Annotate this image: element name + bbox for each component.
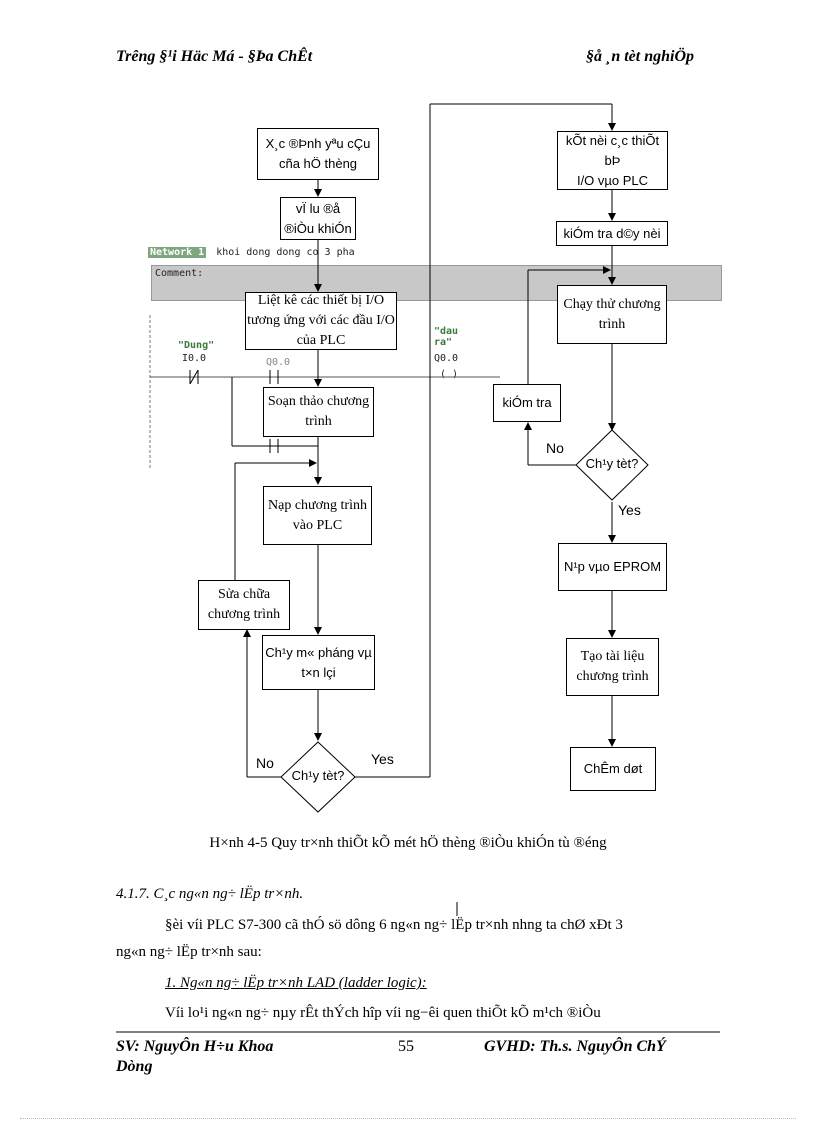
box-load-eprom: N¹p vµo EPROM — [558, 543, 667, 591]
header-right: §å ¸n tèt nghiÖp — [586, 48, 695, 65]
coil-name: "dau ra" — [434, 326, 459, 348]
figure-caption: H×nh 4-5 Quy tr×nh thiÕt kÕ mét hÖ thèng… — [209, 835, 607, 851]
box-list-io: Liệt kê các thiết bị I/O tương ứng với c… — [245, 292, 397, 350]
section-heading: 4.1.7. C¸c ng«n ng÷ lËp tr×nh. — [116, 886, 304, 902]
header-left: Trêng §¹i Häc Má - §Þa ChÊt — [116, 48, 313, 65]
comment-label: Comment: — [155, 268, 204, 279]
footer-student: SV: NguyÔn H÷u Khoa — [116, 1038, 274, 1055]
paragraph-2: Víi lo¹i ng«n ng÷ nµy rÊt thÝch hîp víi … — [165, 1005, 601, 1021]
left-no-label: No — [256, 755, 274, 771]
box-determine-requirements: X¸c ®Þnh yªu cÇu cña hÖ thèng — [257, 128, 379, 180]
right-no-label: No — [546, 440, 564, 456]
network-title: khoi dong dong co 3 pha — [216, 247, 355, 258]
box-connect-io: kÕt nèi c¸c thiÕt bÞ I/O vµo PLC — [557, 131, 668, 190]
subheading-lad: 1. Ng«n ng÷ lËp tr×nh LAD (ladder logic)… — [165, 975, 427, 991]
box-simulate: Ch¹y m« pháng vµ t×n lçi — [262, 635, 375, 690]
paragraph-1a: §èi víi PLC S7-300 cã thÓ sö dông 6 ng«n… — [165, 917, 623, 933]
left-yes-label: Yes — [371, 751, 394, 767]
box-test-run: Chạy thử chương trình — [557, 285, 667, 344]
paragraph-1b: ng«n ng÷ lËp tr×nh sau: — [116, 944, 262, 960]
footer-advisor: GVHD: Th.s. NguyÔn ChÝ — [484, 1038, 666, 1055]
left-decision-label: Ch¹y tèt? — [291, 768, 345, 783]
coil-addr: Q0.0 — [434, 353, 459, 364]
footer-student-line2: Dòng — [116, 1058, 153, 1075]
coil-symbol: ( ) — [440, 369, 459, 380]
box-load-program: Nạp chương trình vào PLC — [263, 486, 372, 545]
box-end: ChÊm døt — [570, 747, 656, 791]
contact2-addr: Q0.0 — [266, 357, 291, 368]
footer-page-number: 55 — [398, 1038, 414, 1055]
network-tag: Network 1 — [148, 247, 207, 258]
box-fix-program: Sửa chữa chương trình — [198, 580, 290, 630]
box-write-program: Soạn thảo chương trình — [263, 387, 374, 437]
right-yes-label: Yes — [618, 502, 641, 518]
bottom-dotted-rule — [20, 1118, 796, 1119]
box-check: kiÓm tra — [493, 384, 561, 422]
contact1-addr: I0.0 — [182, 353, 207, 364]
box-draw-flowchart: vÏ lu ®å ®iÒu khiÓn — [280, 197, 356, 240]
box-documentation: Tạo tài liệu chương trình — [566, 638, 659, 696]
ladder-network-bar: Network 1 khoi dong dong co 3 pha — [148, 242, 720, 260]
contact1-name: "Dung" — [178, 340, 215, 351]
box-check-wiring: kiÓm tra d©y nèi — [556, 221, 668, 246]
right-decision-label: Ch¹y tèt? — [585, 456, 639, 471]
